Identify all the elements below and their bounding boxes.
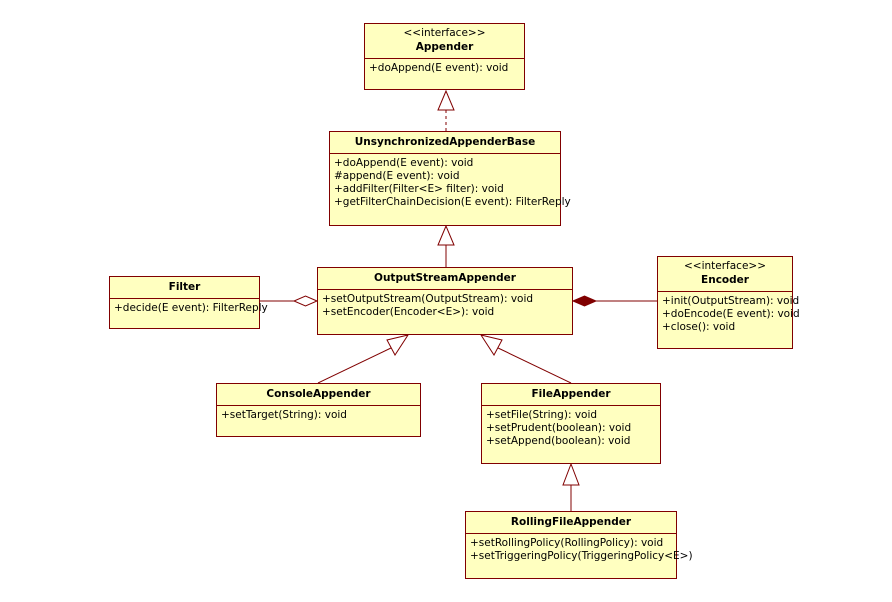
operation: +setFile(String): void: [486, 409, 598, 421]
operations-compartment: +doAppend(E event): void #append(E event…: [330, 154, 571, 213]
generalization-arrowhead-file: [479, 334, 503, 356]
operation: +setRollingPolicy(RollingPolicy): void: [470, 537, 664, 549]
class-console-header: ConsoleAppender: [217, 384, 420, 406]
class-rolling-file-appender[interactable]: RollingFileAppender +setRollingPolicy(Ro…: [465, 511, 693, 579]
operations-compartment: +decide(E event): FilterReply: [110, 299, 268, 319]
class-unsync-header: UnsynchronizedAppenderBase: [330, 132, 560, 154]
operation: +getFilterChainDecision(E event): Filter…: [334, 196, 571, 208]
operation: +decide(E event): FilterReply: [114, 302, 268, 314]
class-file-appender[interactable]: FileAppender +setFile(String): void +set…: [481, 383, 661, 464]
operation: +init(OutputStream): void: [662, 295, 800, 307]
class-filter-header: Filter: [110, 277, 259, 299]
class-name: FileAppender: [531, 388, 611, 400]
operations-compartment: +setRollingPolicy(RollingPolicy): void +…: [466, 534, 693, 567]
operation: +setTriggeringPolicy(TriggeringPolicy<E>…: [470, 550, 693, 562]
operations-compartment: +setFile(String): void +setPrudent(boole…: [482, 406, 660, 452]
class-name: UnsynchronizedAppenderBase: [354, 136, 536, 148]
class-filter[interactable]: Filter +decide(E event): FilterReply: [109, 276, 268, 329]
class-encoder[interactable]: <<interface>> Encoder +init(OutputStream…: [657, 256, 800, 349]
generalization-arrowhead-rolling: [562, 462, 580, 486]
class-appender[interactable]: <<interface>> Appender +doAppend(E event…: [364, 23, 525, 90]
class-name: Appender: [415, 41, 474, 53]
stereotype-label: <<interface>>: [683, 260, 767, 272]
class-unsynchronized-appender-base[interactable]: UnsynchronizedAppenderBase +doAppend(E e…: [329, 131, 571, 226]
operations-compartment: +doAppend(E event): void: [365, 59, 524, 79]
generalization-line-file: [495, 346, 572, 384]
class-console-appender[interactable]: ConsoleAppender +setTarget(String): void: [216, 383, 421, 437]
class-name: OutputStreamAppender: [374, 272, 516, 284]
generalization-arrowhead-console: [386, 334, 410, 356]
class-output-stream-appender[interactable]: OutputStreamAppender +setOutputStream(Ou…: [317, 267, 573, 335]
class-name: ConsoleAppender: [266, 388, 371, 400]
composition-diamond: [571, 295, 598, 307]
operation: +setPrudent(boolean): void: [486, 422, 632, 434]
class-name: RollingFileAppender: [510, 516, 632, 528]
realization-arrowhead: [437, 89, 455, 111]
operations-compartment: +setTarget(String): void: [217, 406, 420, 426]
operation: +setEncoder(Encoder<E>): void: [322, 306, 495, 318]
operation: +setOutputStream(OutputStream): void: [322, 293, 534, 305]
operation: +doAppend(E event): void: [334, 157, 474, 169]
aggregation-diamond: [292, 295, 319, 307]
class-outputstream-header: OutputStreamAppender: [318, 268, 572, 290]
class-file-header: FileAppender: [482, 384, 660, 406]
class-appender-header: <<interface>> Appender: [365, 24, 524, 59]
operation: +close(): void: [662, 321, 736, 333]
operation: +addFilter(Filter<E> filter): void: [334, 183, 504, 195]
operation: #append(E event): void: [334, 170, 460, 182]
generalization-line-console: [317, 346, 394, 384]
class-name: Encoder: [701, 274, 749, 286]
generalization-arrowhead-unsync: [437, 224, 455, 246]
class-rolling-header: RollingFileAppender: [466, 512, 676, 534]
operations-compartment: +setOutputStream(OutputStream): void +se…: [318, 290, 572, 323]
stereotype-label: <<interface>>: [403, 27, 486, 39]
class-encoder-header: <<interface>> Encoder: [658, 257, 792, 292]
operations-compartment: +init(OutputStream): void +doEncode(E ev…: [658, 292, 800, 338]
operation: +doAppend(E event): void: [369, 62, 509, 74]
operation: +doEncode(E event): void: [662, 308, 800, 320]
operation: +setAppend(boolean): void: [486, 435, 631, 447]
operation: +setTarget(String): void: [221, 409, 347, 421]
class-name: Filter: [168, 281, 201, 293]
